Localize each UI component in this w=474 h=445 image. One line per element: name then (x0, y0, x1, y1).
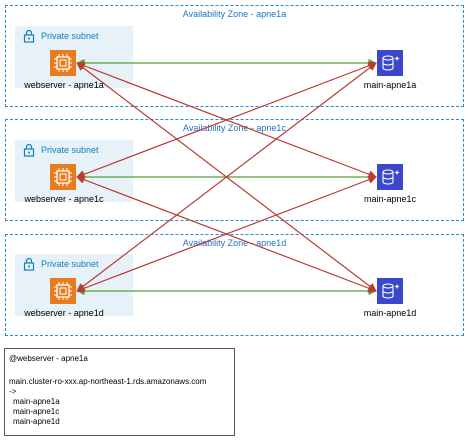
az-title: Availability Zone - apne1a (182, 9, 287, 19)
db-label-apne1d: main-apne1d (363, 308, 417, 318)
webserver-label-apne1c: webserver - apne1c (24, 194, 104, 204)
rds-database-icon[interactable] (377, 278, 403, 304)
note-line: -> (9, 387, 17, 396)
note-line: @webserver - apne1a (9, 354, 88, 363)
rds-database-icon[interactable] (377, 164, 403, 190)
rds-database-icon[interactable] (377, 50, 403, 76)
lock-icon (23, 29, 35, 43)
webserver-label-apne1a: webserver - apne1a (24, 80, 104, 90)
note-line: main.cluster-ro-xxx.ap-northeast-1.rds.a… (9, 377, 207, 386)
ec2-instance-icon[interactable] (50, 278, 76, 304)
subnet-label: Private subnet (41, 31, 99, 41)
ec2-instance-icon[interactable] (50, 50, 76, 76)
connection-line (76, 175, 377, 293)
db-label-apne1a: main-apne1a (363, 80, 417, 90)
endpoint-note: @webserver - apne1a main.cluster-ro-xxx.… (4, 348, 235, 436)
db-label-apne1c: main-apne1c (363, 194, 417, 204)
note-line: main-apne1d (13, 417, 60, 426)
note-line: main-apne1c (13, 407, 60, 416)
ec2-instance-icon[interactable] (50, 164, 76, 190)
lock-icon (23, 143, 35, 157)
note-line: main-apne1a (13, 397, 60, 406)
subnet-label: Private subnet (41, 259, 99, 269)
subnet-label: Private subnet (41, 145, 99, 155)
lock-icon (23, 257, 35, 271)
webserver-label-apne1d: webserver - apne1d (24, 308, 104, 318)
